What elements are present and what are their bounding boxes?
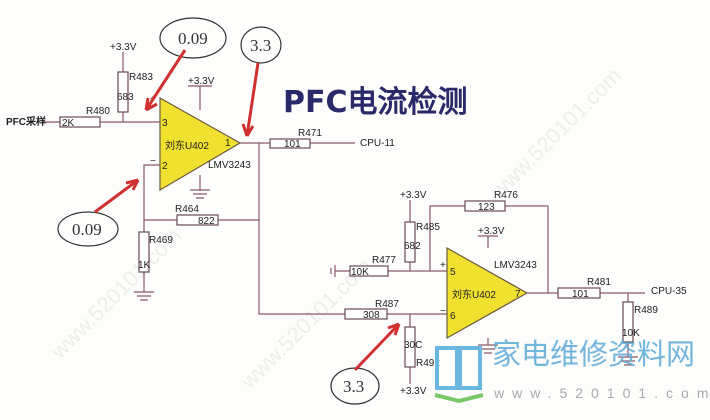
label-text: R464: [175, 204, 199, 215]
resistor-R485: [404, 221, 416, 263]
label-text: 101: [572, 289, 589, 300]
resistor-R492: [404, 326, 416, 368]
label-text: +3.3V: [400, 386, 427, 397]
label-text: 0.09: [178, 29, 208, 48]
label-text: R489: [634, 305, 658, 316]
label-text: R471: [298, 128, 322, 139]
label-text: R492: [416, 358, 440, 369]
label-text: +3.3V: [110, 42, 137, 53]
pin1-label: 1: [225, 138, 231, 149]
resistor-R480: [59, 116, 101, 128]
label-text: 30C: [404, 340, 422, 351]
label-text: +3.3V: [478, 226, 505, 237]
voltage-callout-pin1: 3.3: [240, 26, 282, 137]
label-text: R483: [129, 72, 153, 83]
resistor-R481: [557, 287, 601, 299]
resistor-R483: [117, 71, 129, 113]
resistor-R487: [344, 308, 388, 320]
label-text: 683: [117, 92, 134, 103]
wires-stage2: [335, 200, 645, 384]
label-text: 10K: [351, 267, 369, 278]
opamp2-triangle: [446, 246, 529, 340]
resistor-R464: [176, 214, 219, 226]
input-label: PFC采样: [6, 115, 46, 128]
label-text: 822: [198, 216, 215, 227]
label-text: R485: [416, 222, 440, 233]
voltage-callout-pin2: 0.09: [57, 178, 140, 247]
label-text: R476: [494, 190, 518, 201]
diagram-title: PFC电流检测: [283, 85, 468, 120]
opamp2-part: LMV3243: [494, 260, 537, 271]
resistor-R476: [464, 200, 506, 212]
label-text: 123: [478, 202, 495, 213]
pin2-label: 2: [162, 161, 168, 172]
label-text: www.520101.com: [485, 63, 626, 204]
output-cpu35: CPU-35: [651, 286, 687, 297]
label-text: −: [440, 306, 446, 317]
label-text: 682: [404, 241, 421, 252]
label-text: 1K: [138, 260, 151, 271]
voltage-callout-pin3: 0.09: [144, 17, 227, 112]
ground-icon: [330, 235, 638, 366]
label-text: R469: [149, 235, 173, 246]
opamp1-name: 刘东U402: [165, 139, 209, 152]
pin7-label: 7: [515, 289, 521, 300]
label-text: 3.3: [250, 36, 271, 55]
pin5-label: 5: [450, 267, 456, 278]
wires-stage1: [42, 52, 355, 315]
watermark-logo: 家电维修资料网 www.520101.com: [434, 337, 710, 404]
label-text: +3.3V: [188, 76, 215, 87]
label-text: 101: [284, 139, 301, 150]
voltage-callout-pin6: 3.3: [330, 322, 401, 405]
label-text: 2K: [62, 118, 75, 129]
output-cpu11: CPU-11: [360, 138, 395, 149]
resistor-R489: [622, 301, 634, 343]
resistor-R469: [138, 231, 150, 273]
label-text: +3.3V: [400, 190, 427, 201]
label-text: 3.3: [343, 377, 364, 396]
resistor-R471: [269, 138, 311, 149]
label-text: 0.09: [72, 220, 102, 239]
label-text: R480: [86, 106, 110, 117]
opamp1-part: LMV3243: [208, 160, 251, 171]
label-text: R487: [375, 299, 399, 310]
resistor-R477: [349, 265, 389, 277]
opamp2-name: 刘东U402: [452, 288, 496, 301]
label-text: +: [440, 260, 446, 271]
pin3-label: 3: [162, 118, 168, 129]
label-text: www.520101.com: [493, 385, 710, 401]
pin6-label: 6: [450, 311, 456, 322]
label-text: −: [150, 156, 156, 167]
label-text: 家电维修资料网: [492, 337, 695, 371]
ground-icon: [134, 85, 212, 301]
label-text: R477: [372, 255, 396, 266]
label-text: 308: [363, 310, 380, 321]
label-text: 10K: [622, 328, 640, 339]
label-text: R481: [587, 277, 611, 288]
opamp1-triangle: [159, 96, 242, 192]
